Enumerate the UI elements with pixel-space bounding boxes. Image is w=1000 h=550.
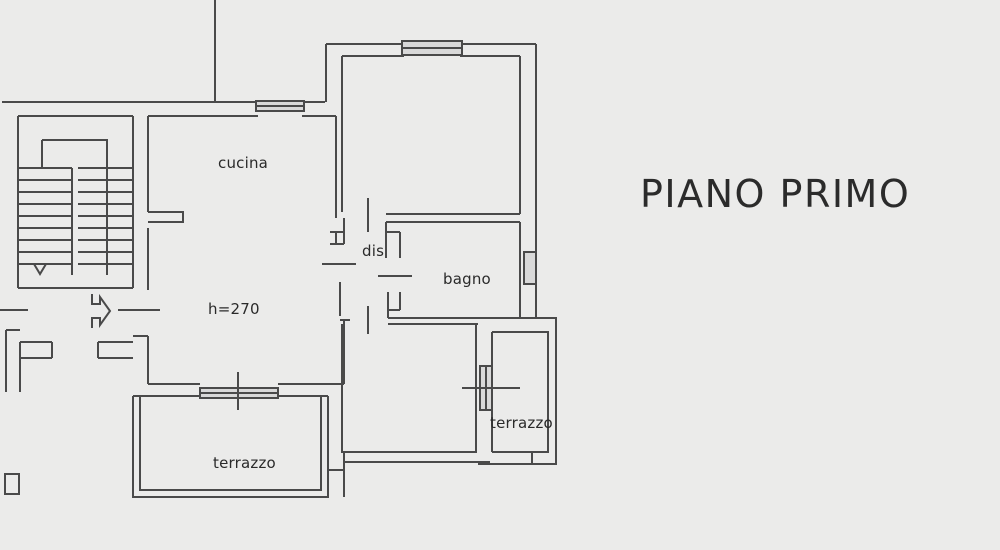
staircase <box>0 0 325 495</box>
room-label-terrazzo-right: terrazzo <box>490 414 553 432</box>
room-label-dis: dis <box>362 242 385 260</box>
room-label-cucina: cucina <box>218 154 269 172</box>
room-label-bagno: bagno <box>443 270 491 288</box>
bedroom-upper <box>325 40 537 252</box>
terrace-right <box>478 317 557 465</box>
ceiling-height-label: h=270 <box>208 300 260 318</box>
room-label-terrazzo-left: terrazzo <box>213 454 276 472</box>
kitchen-window <box>255 100 305 112</box>
terrace-left <box>132 372 345 498</box>
bedroom-lower <box>328 306 520 471</box>
kitchen-walls <box>133 115 356 385</box>
floor-title: PIANO PRIMO <box>640 172 911 216</box>
